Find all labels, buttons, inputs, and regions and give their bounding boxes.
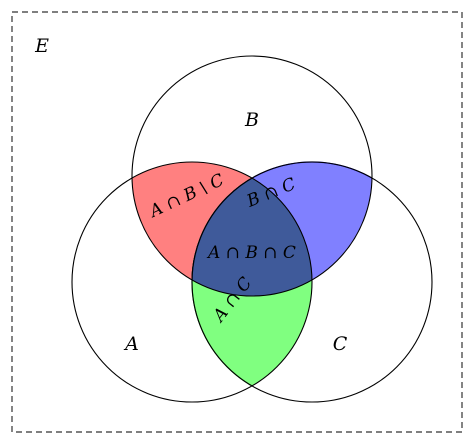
region-a-b-c-label: A ∩ B ∩ C (206, 243, 296, 263)
set-b-circle (131, 55, 373, 297)
set-c-circle (191, 161, 433, 403)
set-c-label: C (333, 333, 348, 355)
set-a-circle (71, 161, 313, 403)
universe-frame (11, 11, 463, 433)
set-a-label: A (123, 333, 139, 355)
universe-label: E (34, 35, 49, 57)
set-b-label: B (244, 109, 259, 131)
